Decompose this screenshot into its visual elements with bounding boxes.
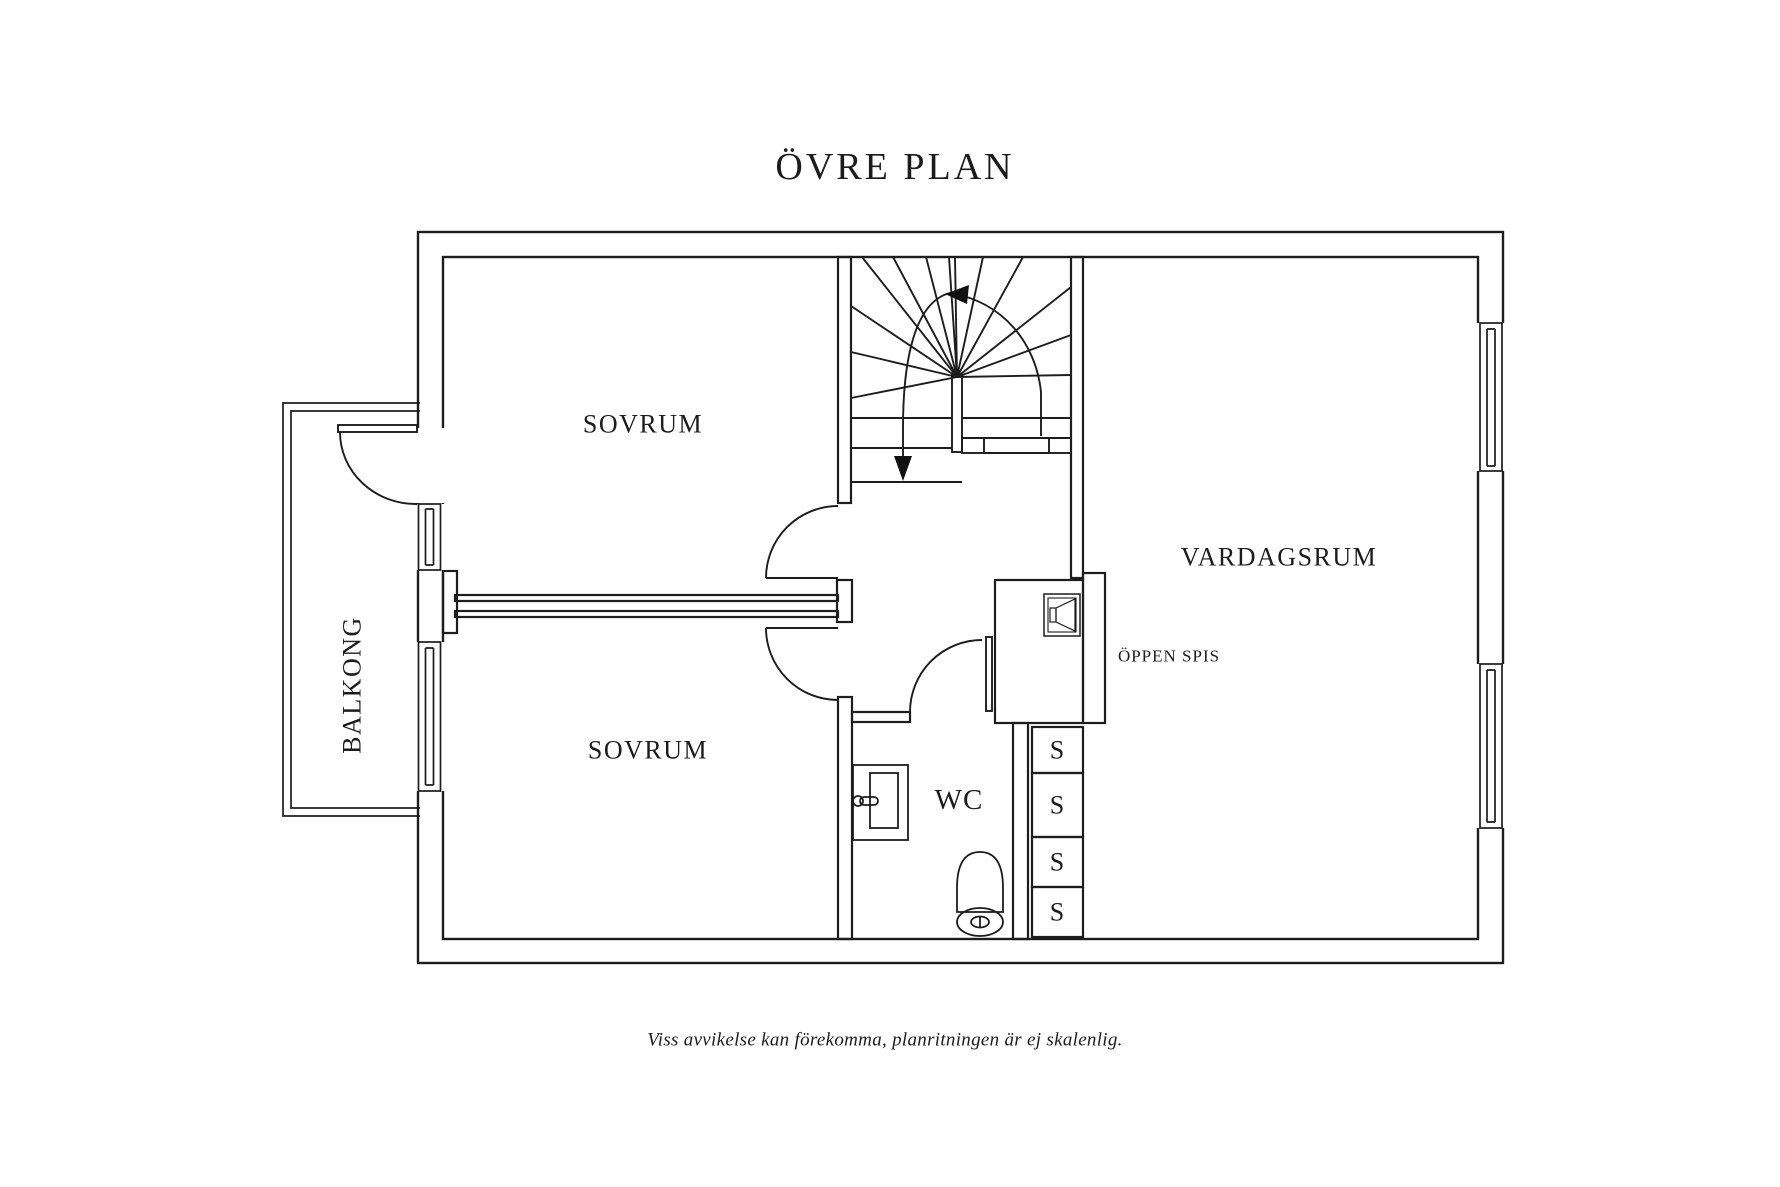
wall-bedroom-divider-b <box>453 609 840 619</box>
wall-stair-right <box>1069 255 1085 580</box>
staircase <box>850 256 1072 483</box>
window-right-1 <box>1479 322 1503 472</box>
wall-wc-right <box>1011 721 1030 941</box>
stair-frame-cap-left <box>961 437 985 454</box>
toilet <box>956 851 1004 937</box>
wall-wc-left <box>836 695 854 941</box>
disclaimer-caption: Viss avvikelse kan förekomma, planritnin… <box>647 1030 1122 1051</box>
room-label-bedroom-top: SOVRUM <box>583 410 703 439</box>
room-label-living-room: VARDAGSRUM <box>1181 543 1378 572</box>
closet-label: S <box>1050 898 1064 927</box>
wall-window-pier <box>441 569 459 635</box>
fireplace <box>993 571 1107 725</box>
stair-frame-cap-right <box>1048 437 1072 454</box>
opening-balcony-door <box>414 428 446 503</box>
closet-label: S <box>1050 791 1064 820</box>
sink <box>852 764 909 841</box>
faucet-icon <box>852 795 864 807</box>
closet-label: S <box>1050 848 1064 877</box>
wall-bedroom-divider-a <box>453 593 840 603</box>
door-bedroom-bottom <box>765 627 839 701</box>
closet-label: S <box>1050 736 1064 765</box>
label-open-fireplace: ÖPPEN SPIS <box>1118 647 1220 666</box>
room-label-bedroom-bottom: SOVRUM <box>588 736 708 765</box>
window-left-2 <box>417 641 442 792</box>
wall-wc-top <box>850 710 912 724</box>
balcony-outline-outer <box>282 402 420 817</box>
room-label-balcony: BALKONG <box>338 616 367 754</box>
wall-bedroom1-right <box>836 255 853 505</box>
stair-turn-arrow-icon <box>945 285 969 304</box>
opening-window-right1 <box>1472 323 1506 471</box>
door-bedroom-top <box>765 505 839 579</box>
wall-door-stub <box>835 578 854 624</box>
door-wc <box>909 636 993 713</box>
outer-wall <box>416 230 1505 965</box>
page-title: ÖVRE PLAN <box>775 146 1014 188</box>
door-balcony <box>337 424 418 505</box>
balcony-outline-inner <box>290 410 420 809</box>
opening-window-right2 <box>1472 664 1506 828</box>
room-label-wc: WC <box>935 784 984 816</box>
closet-column <box>1030 725 1085 939</box>
closet-cell <box>1030 885 1085 939</box>
fireplace-pillar <box>1081 571 1107 725</box>
window-left-1 <box>417 503 442 571</box>
fireplace-icon <box>1043 593 1081 637</box>
window-right-2 <box>1479 663 1503 829</box>
stair-newel <box>951 374 963 453</box>
stair-down-arrow-icon <box>894 456 912 481</box>
